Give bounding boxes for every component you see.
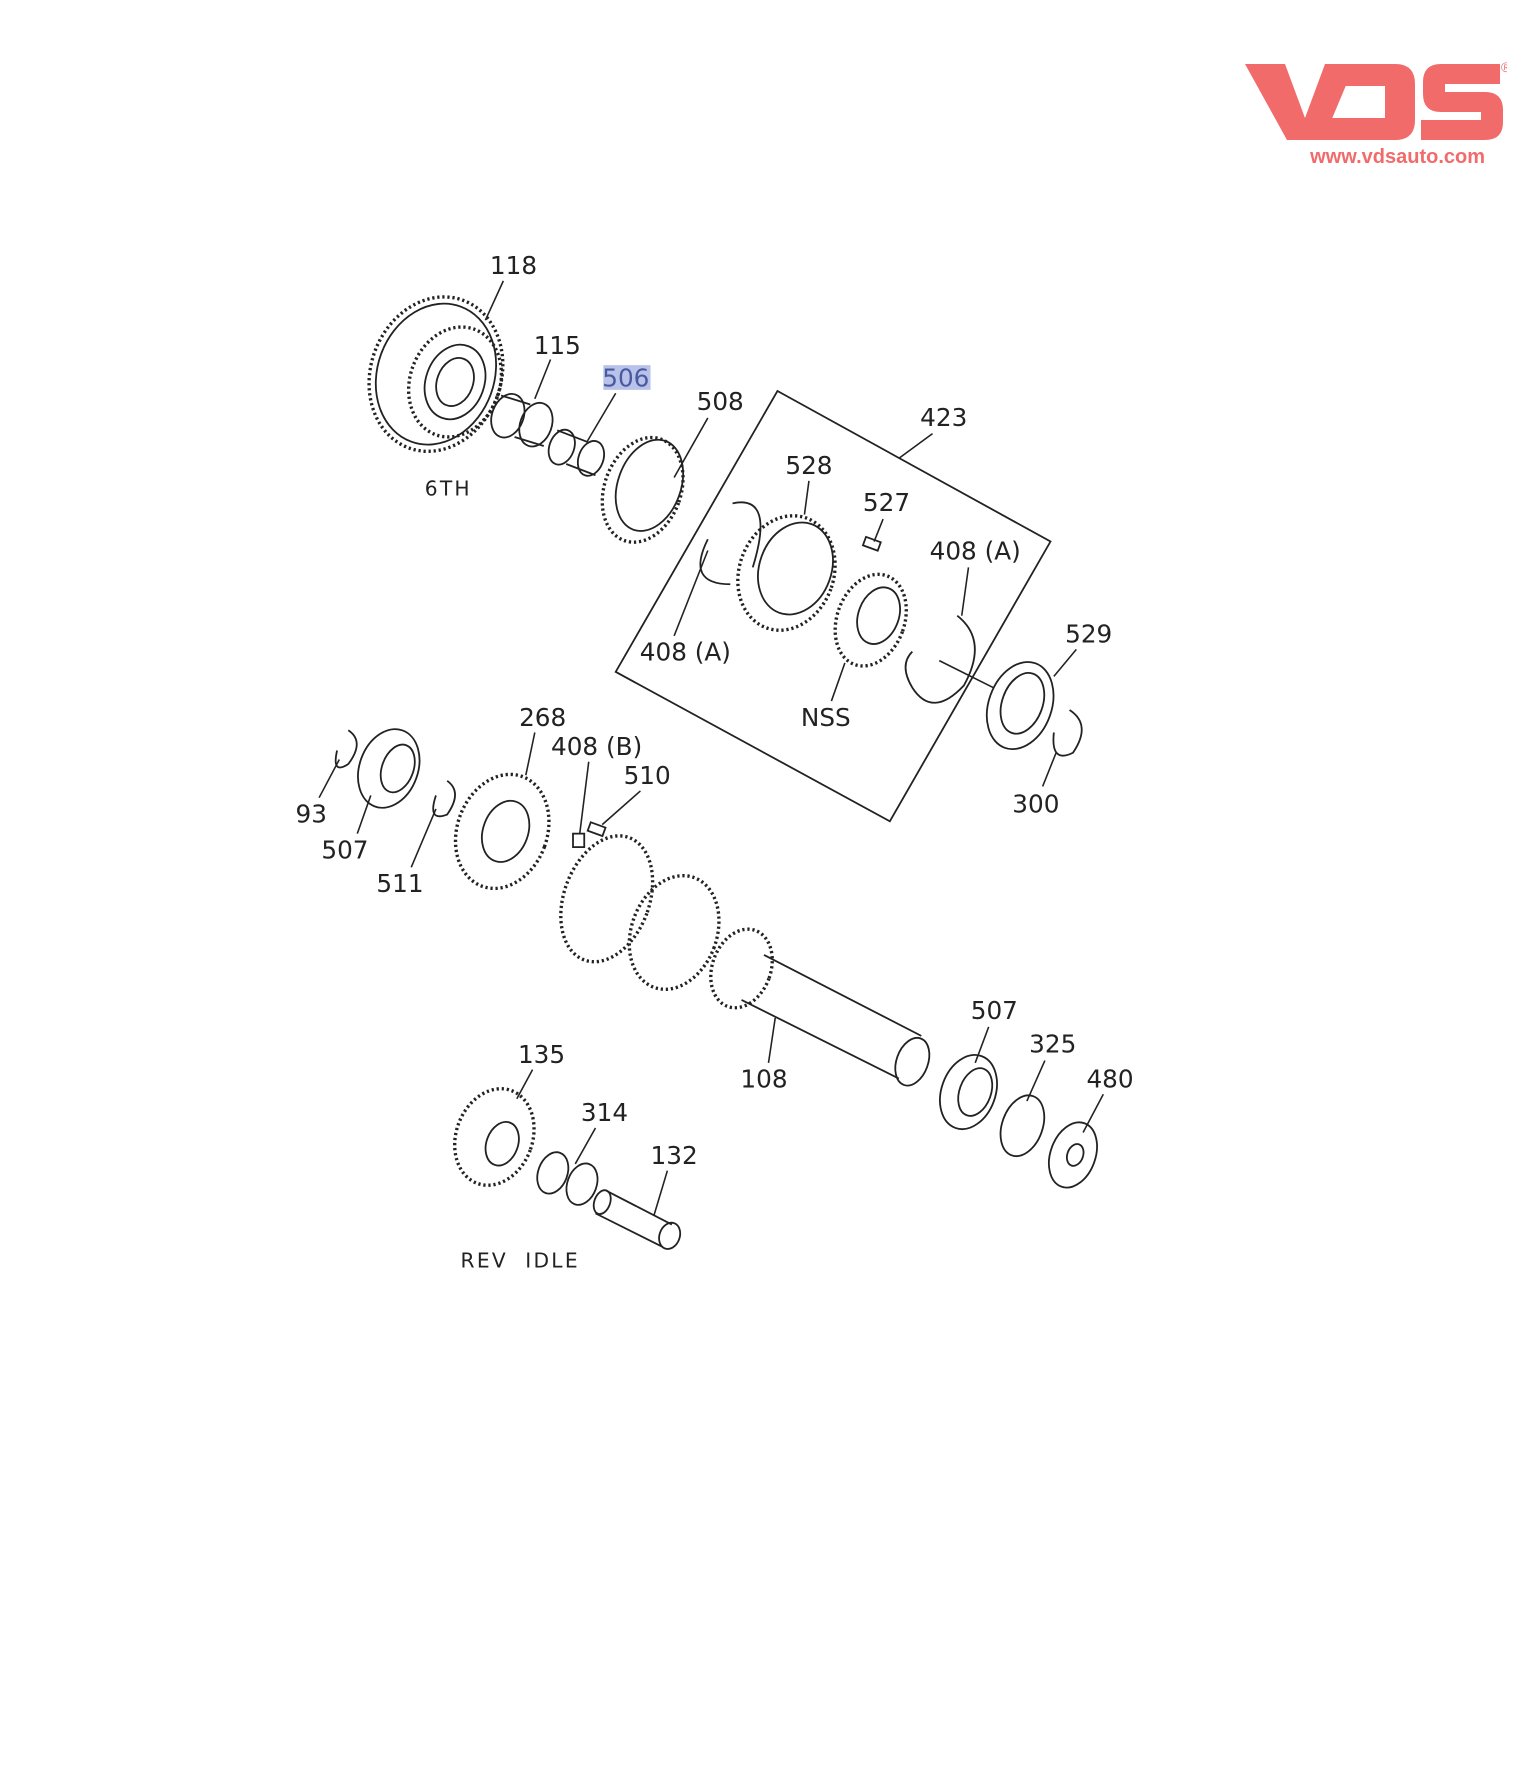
idler-shaft-132[interactable] bbox=[591, 1188, 684, 1252]
sleeve-528[interactable] bbox=[722, 502, 851, 644]
vds-logo-mark: ® bbox=[1245, 59, 1512, 140]
callout-408b[interactable]: 408 (B) bbox=[551, 732, 642, 761]
hub-nss[interactable] bbox=[823, 564, 919, 676]
label-nss: NSS bbox=[801, 703, 851, 732]
assembly-box-423 bbox=[614, 389, 1052, 823]
countershaft-108[interactable] bbox=[544, 823, 935, 1090]
brand-url[interactable]: www.vdsauto.com bbox=[1310, 146, 1485, 168]
snap-ring-408a-right[interactable] bbox=[904, 614, 976, 704]
callout-314[interactable]: 314 bbox=[581, 1098, 628, 1127]
bearing-507-left[interactable] bbox=[347, 720, 430, 816]
selected-highlight bbox=[603, 365, 651, 390]
idler-gear-135[interactable] bbox=[442, 1077, 548, 1196]
washer-529[interactable] bbox=[975, 653, 1065, 759]
callout-510[interactable]: 510 bbox=[624, 761, 671, 790]
gear-118[interactable] bbox=[348, 278, 524, 470]
callout-507-left[interactable]: 507 bbox=[321, 835, 368, 864]
callout-118[interactable]: 118 bbox=[490, 251, 537, 280]
synchro-ring-508[interactable] bbox=[588, 426, 697, 553]
callout-300[interactable]: 300 bbox=[1012, 789, 1059, 818]
callout-132[interactable]: 132 bbox=[651, 1141, 698, 1170]
needle-bearing-115[interactable] bbox=[485, 389, 558, 451]
snap-ring-511[interactable] bbox=[432, 780, 456, 818]
pin-510[interactable] bbox=[586, 821, 607, 838]
callout-408a-left[interactable]: 408 (A) bbox=[640, 638, 731, 667]
callout-408a-right[interactable]: 408 (A) bbox=[930, 537, 1021, 566]
callout-507-right[interactable]: 507 bbox=[971, 996, 1018, 1025]
snap-ring-93[interactable] bbox=[334, 729, 358, 769]
label-6th: 6TH bbox=[425, 476, 472, 500]
callout-423[interactable]: 423 bbox=[920, 403, 967, 432]
callout-529[interactable]: 529 bbox=[1065, 620, 1112, 649]
callout-135[interactable]: 135 bbox=[518, 1040, 565, 1069]
sprocket-268[interactable] bbox=[440, 761, 564, 902]
callout-506[interactable]: 506 bbox=[602, 363, 649, 392]
spring-408b[interactable] bbox=[572, 832, 586, 849]
shim-325[interactable] bbox=[993, 1089, 1053, 1162]
washer-480[interactable] bbox=[1040, 1116, 1105, 1195]
collar-506[interactable] bbox=[544, 426, 609, 479]
label-rev-idle: REV IDLE bbox=[461, 1248, 580, 1272]
snap-ring-408a-left[interactable] bbox=[699, 501, 762, 586]
callout-508[interactable]: 508 bbox=[697, 387, 744, 416]
callout-268[interactable]: 268 bbox=[519, 703, 566, 732]
snap-ring-300[interactable] bbox=[1052, 709, 1083, 757]
registered-mark: ® bbox=[1501, 59, 1507, 75]
callout-511[interactable]: 511 bbox=[376, 869, 423, 898]
callout-480[interactable]: 480 bbox=[1086, 1065, 1133, 1094]
bearing-507-right[interactable] bbox=[930, 1047, 1007, 1137]
key-527[interactable] bbox=[861, 535, 882, 552]
callout-108[interactable]: 108 bbox=[740, 1065, 787, 1094]
callout-115[interactable]: 115 bbox=[534, 331, 581, 360]
callout-527[interactable]: 527 bbox=[863, 488, 910, 517]
callout-325[interactable]: 325 bbox=[1029, 1030, 1076, 1059]
callout-528[interactable]: 528 bbox=[785, 451, 832, 480]
callout-93[interactable]: 93 bbox=[296, 799, 327, 828]
leader-lines bbox=[318, 280, 1104, 1216]
needle-bearing-314[interactable] bbox=[532, 1148, 603, 1209]
vds-logo: ® bbox=[1245, 58, 1512, 178]
